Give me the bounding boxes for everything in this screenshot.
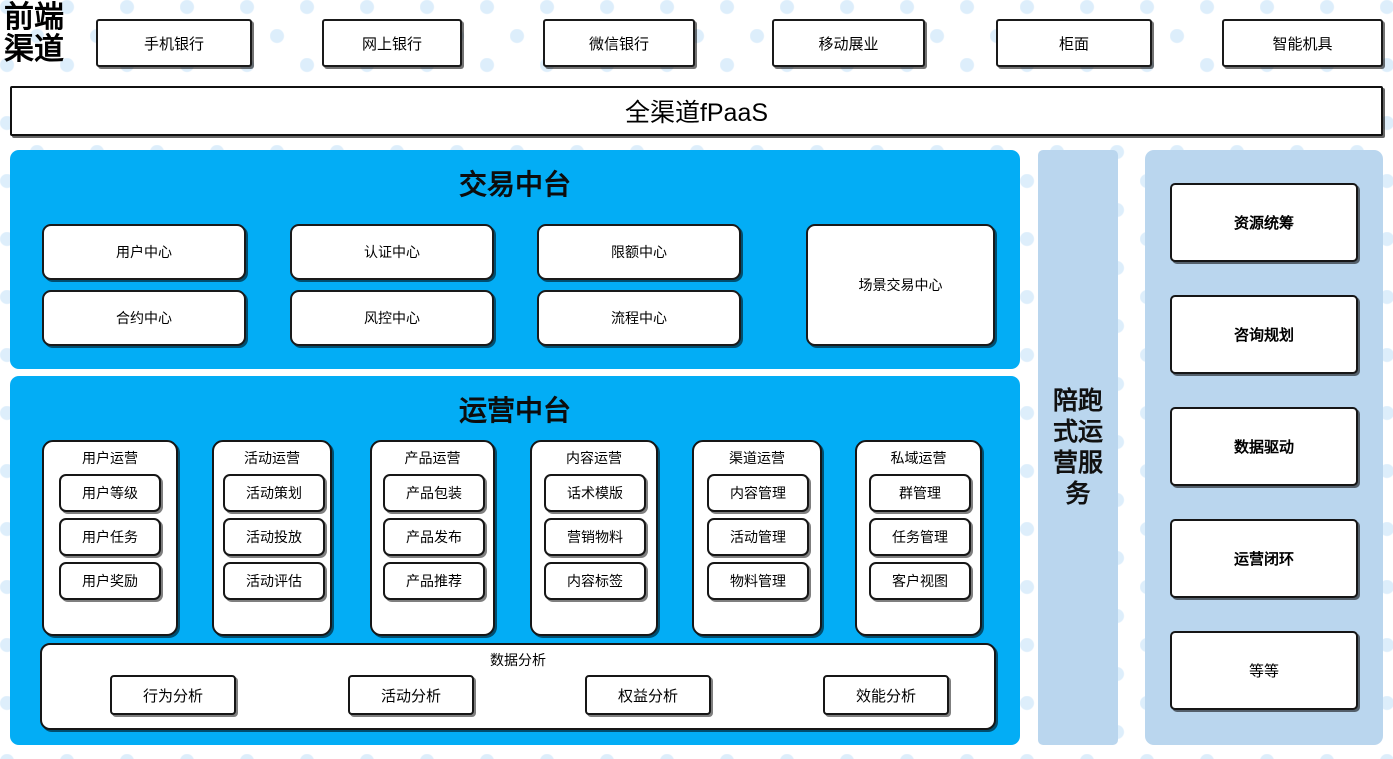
accompanying-service-label: 陪跑式运营服务 [1052,386,1103,508]
op-group-product-title: 产品运营 [404,450,461,466]
omnichannel-fpaas-bar[interactable]: 全渠道fPaaS [10,86,1383,136]
capability-card-etc[interactable]: 等等 [1170,631,1358,710]
channel-box-smart-machine[interactable]: 智能机具 [1222,19,1383,67]
analysis-chip-benefit[interactable]: 权益分析 [585,675,711,715]
op-chip-user-reward[interactable]: 用户奖励 [59,562,161,600]
op-chip-campaign-launch[interactable]: 活动投放 [223,518,325,556]
op-group-private-domain-title: 私域运营 [890,450,947,466]
op-group-user-title: 用户运营 [82,450,138,466]
capability-card-data-driven[interactable]: 数据驱动 [1170,407,1358,486]
op-chip-product-package[interactable]: 产品包装 [383,474,485,512]
op-chip-product-recommend[interactable]: 产品推荐 [383,562,485,600]
op-chip-group-manage[interactable]: 群管理 [869,474,971,512]
channel-box-wechat-bank[interactable]: 微信银行 [543,19,695,67]
capability-card-consulting[interactable]: 咨询规划 [1170,295,1358,374]
capability-card-resource[interactable]: 资源统筹 [1170,183,1358,262]
trade-box-risk-center[interactable]: 风控中心 [290,290,494,346]
op-chip-content-tag[interactable]: 内容标签 [544,562,646,600]
trade-box-limit-center[interactable]: 限额中心 [537,224,741,280]
data-analysis-title: 数据分析 [490,652,546,668]
op-group-channel: 渠道运营 内容管理 活动管理 物料管理 [692,440,822,636]
analysis-chip-campaign[interactable]: 活动分析 [348,675,474,715]
trade-center-title: 交易中台 [458,170,571,201]
trade-box-user-center[interactable]: 用户中心 [42,224,246,280]
analysis-chip-efficiency[interactable]: 效能分析 [823,675,949,715]
op-group-content-title: 内容运营 [566,450,622,466]
op-group-campaign-title: 活动运营 [244,450,300,466]
data-analysis-panel: 数据分析 行为分析 活动分析 权益分析 效能分析 [40,643,996,730]
analysis-chip-behavior[interactable]: 行为分析 [110,675,236,715]
op-chip-content-manage[interactable]: 内容管理 [707,474,809,512]
op-chip-marketing-asset[interactable]: 营销物料 [544,518,646,556]
channel-box-counter[interactable]: 柜面 [996,19,1152,67]
op-group-product: 产品运营 产品包装 产品发布 产品推荐 [370,440,495,636]
op-chip-task-manage[interactable]: 任务管理 [869,518,971,556]
op-chip-customer-view[interactable]: 客户视图 [869,562,971,600]
channel-box-mobile-business[interactable]: 移动展业 [772,19,925,67]
op-chip-product-release[interactable]: 产品发布 [383,518,485,556]
trade-center-panel: 交易中台 用户中心 认证中心 限额中心 合约中心 风控中心 流程中心 场景交易中… [10,150,1020,369]
op-chip-campaign-review[interactable]: 活动评估 [223,562,325,600]
op-chip-asset-manage[interactable]: 物料管理 [707,562,809,600]
channel-box-internet-bank[interactable]: 网上银行 [322,19,462,67]
op-group-content: 内容运营 话术模版 营销物料 内容标签 [530,440,658,636]
trade-box-auth-center[interactable]: 认证中心 [290,224,494,280]
op-chip-user-level[interactable]: 用户等级 [59,474,161,512]
trade-box-contract-center[interactable]: 合约中心 [42,290,246,346]
channel-box-mobile-bank[interactable]: 手机银行 [96,19,252,67]
operation-center-title: 运营中台 [458,396,571,427]
op-group-channel-title: 渠道运营 [729,450,785,466]
capability-card-closed-loop[interactable]: 运营闭环 [1170,519,1358,598]
accompanying-service-column: 陪跑式运营服务 [1038,150,1118,745]
op-chip-campaign-manage[interactable]: 活动管理 [707,518,809,556]
op-chip-user-task[interactable]: 用户任务 [59,518,161,556]
op-chip-campaign-plan[interactable]: 活动策划 [223,474,325,512]
op-group-campaign: 活动运营 活动策划 活动投放 活动评估 [212,440,332,636]
capability-panel: 资源统筹 咨询规划 数据驱动 运营闭环 等等 [1145,150,1383,745]
op-chip-script-template[interactable]: 话术模版 [544,474,646,512]
trade-box-scenario-center[interactable]: 场景交易中心 [806,224,995,346]
op-group-user: 用户运营 用户等级 用户任务 用户奖励 [42,440,178,636]
trade-box-process-center[interactable]: 流程中心 [537,290,741,346]
front-end-channel-label: 前端渠道 [4,1,64,66]
op-group-private-domain: 私域运营 群管理 任务管理 客户视图 [855,440,982,636]
